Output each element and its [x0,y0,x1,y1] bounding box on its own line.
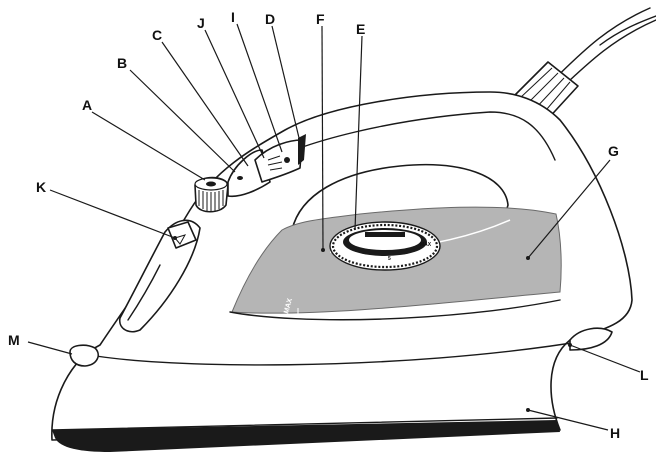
top-controls [194,134,306,213]
label-I: I [231,9,235,25]
callout-M [27,341,73,355]
label-K: K [36,179,46,195]
callout-C [161,41,249,167]
label-C: C [152,27,162,43]
label-M: M [8,332,20,348]
callout-L [569,344,641,373]
svg-text:MAX: MAX [283,297,294,314]
label-B: B [117,55,127,71]
callout-B [129,69,236,173]
soleplate [52,420,560,452]
label-L: L [640,367,649,383]
label-H: H [610,425,620,441]
handle-groove [127,264,161,321]
label-F: F [316,11,325,27]
spray-button-icon [174,234,187,245]
spray-button [167,221,197,249]
body-front-line [229,299,561,321]
callout-I [236,23,283,153]
callout-F [321,25,324,251]
callout-E [354,35,363,231]
callout-A [91,111,206,181]
tank-max-marking: MAX [283,297,299,316]
callout-D [271,25,301,143]
temperature-dial: 5 MAX [329,221,441,271]
label-J: J [197,15,205,31]
callout-lines [27,23,641,431]
label-G: G [608,143,619,159]
body-lower-line [74,339,591,366]
label-A: A [82,97,92,113]
callout-K [49,189,176,239]
spray-nozzle [69,344,99,367]
callout-J [204,29,265,159]
part-labels: A B C J I D F E G K M L H [8,9,649,441]
callout-G [527,159,611,259]
soleplate-edge [51,417,558,431]
label-E: E [356,21,365,37]
label-D: D [265,11,275,27]
front-handle [118,219,201,333]
dial-max-mark: MAX [420,242,432,248]
callout-H [527,409,609,431]
dial-mark-low: 5 [388,256,391,262]
